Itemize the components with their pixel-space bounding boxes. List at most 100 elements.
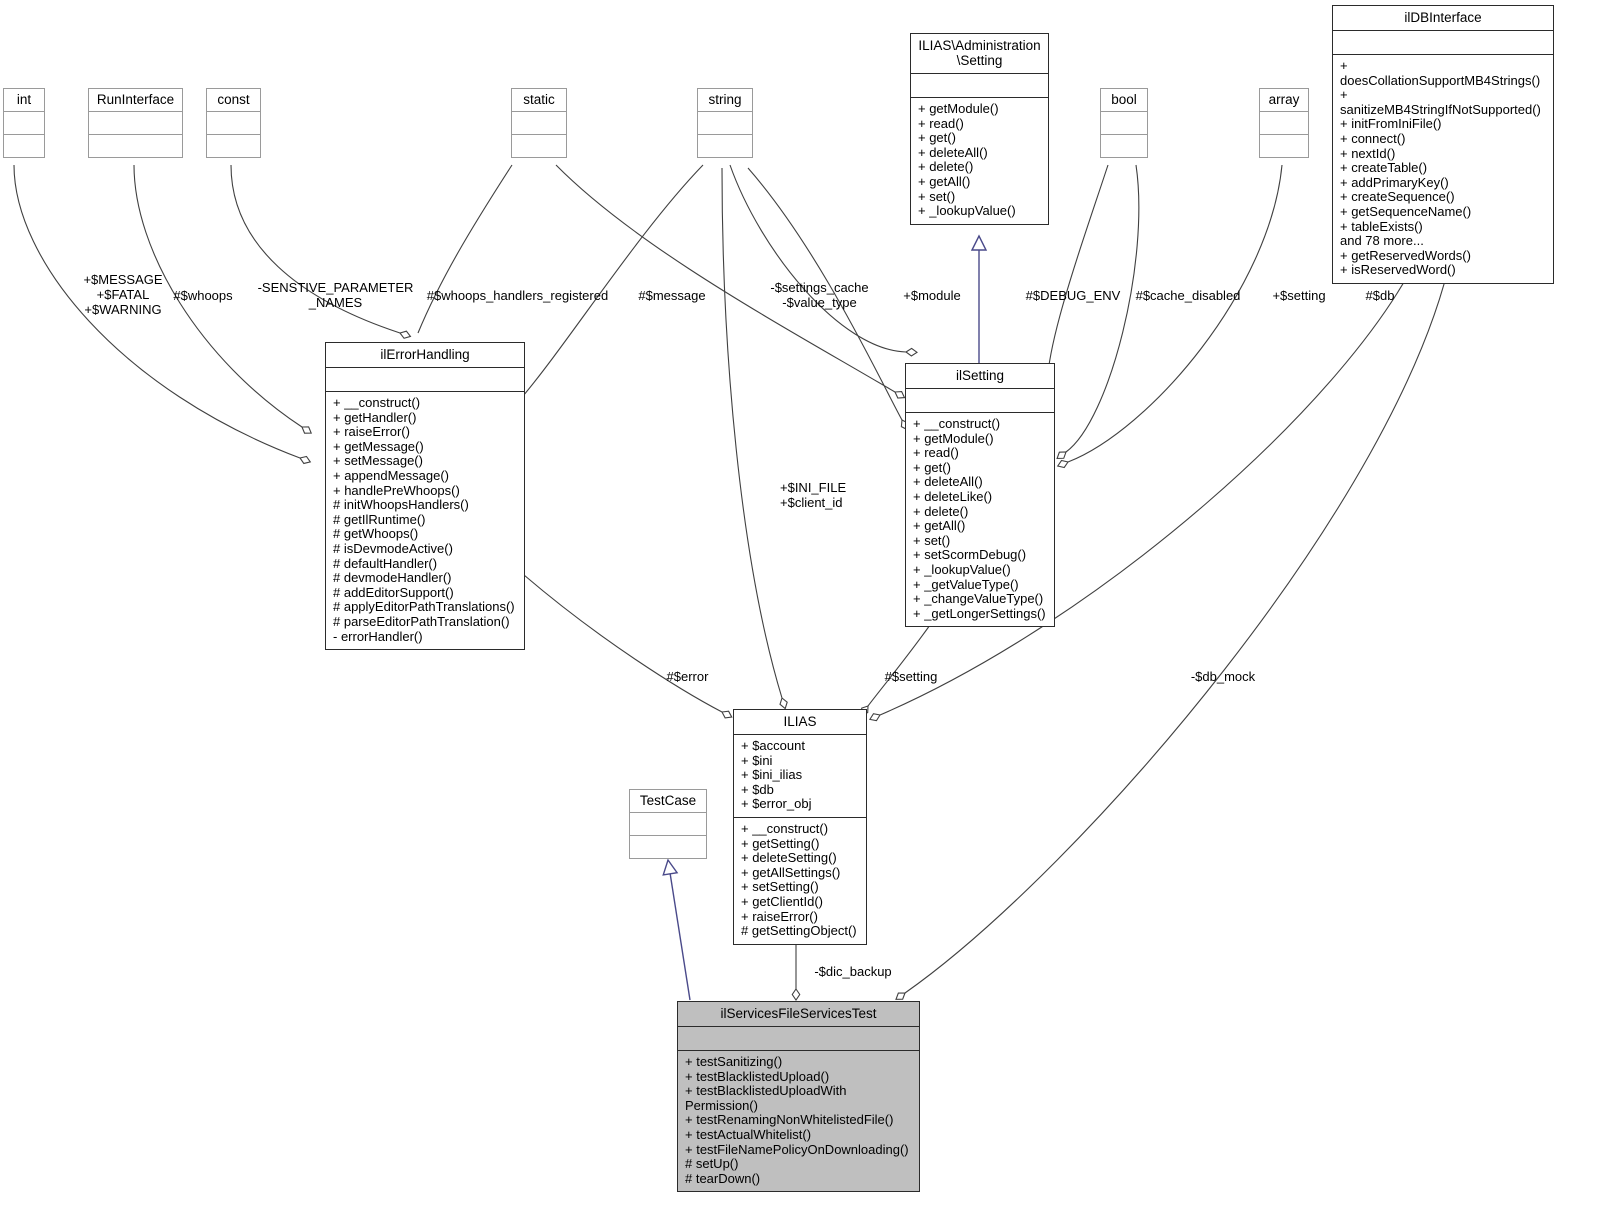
member-row: + read() — [913, 445, 959, 461]
member-row: + getAllSettings() — [741, 864, 841, 880]
member-row: + raiseError() — [741, 908, 818, 924]
edge-label-senstive-parameter-names: -SENSTIVE_PARAMETER _NAMES — [257, 280, 414, 310]
class-title: int — [16, 92, 32, 107]
member-row: + nextId() — [1340, 145, 1396, 161]
class-box-ilias[interactable]: ILIAS + $account+ $ini+ $ini_ilias+ $db+… — [733, 709, 867, 945]
class-box-test-case[interactable]: TestCase — [629, 789, 707, 859]
member-row: + set() — [913, 532, 951, 548]
member-row: # initWhoopsHandlers() — [333, 497, 469, 513]
class-attributes-compartment — [906, 388, 1054, 412]
member-row: + getReservedWords() — [1340, 247, 1471, 263]
edge-label-int-message: +$MESSAGE +$FATAL +$WARNING — [83, 272, 163, 317]
member-row: + $account — [741, 738, 805, 753]
member-row: + getSequenceName() — [1340, 203, 1472, 219]
member-row: + sanitizeMB4StringIfNotSupported() — [1340, 87, 1541, 117]
class-title: ilDBInterface — [1404, 10, 1482, 25]
member-row: + getClientId() — [741, 893, 824, 909]
class-box-string[interactable]: string — [697, 88, 753, 158]
member-row: # getIlRuntime() — [333, 511, 426, 527]
class-operations-compartment — [207, 134, 260, 157]
class-attributes-compartment — [1333, 30, 1553, 54]
class-title: bool — [1111, 92, 1137, 107]
member-row: + handlePreWhoops() — [333, 482, 460, 498]
edge-label-setting-ilias: #$setting — [884, 669, 938, 684]
class-title: ilErrorHandling — [380, 347, 470, 362]
member-row: and 78 more... — [1340, 233, 1424, 249]
member-row: + _getValueType() — [913, 576, 1019, 592]
member-row: + testSanitizing() — [685, 1054, 783, 1069]
class-title: TestCase — [639, 793, 697, 808]
class-title: const — [217, 92, 250, 107]
class-box-static[interactable]: static — [511, 88, 567, 158]
class-box-ilservicesfileservicestest[interactable]: ilServicesFileServicesTest + testSanitiz… — [677, 1001, 920, 1193]
member-row: # getSettingObject() — [741, 923, 857, 939]
member-row: # isDevmodeActive() — [333, 540, 453, 556]
edge-label-db: #$db — [1365, 288, 1395, 303]
member-row: + getHandler() — [333, 409, 417, 425]
member-row: + setSetting() — [741, 879, 819, 895]
member-row: # devmodeHandler() — [333, 570, 452, 586]
class-box-ildbinterface[interactable]: ilDBInterface + doesCollationSupportMB4S… — [1332, 5, 1554, 284]
member-row: # parseEditorPathTranslation() — [333, 613, 510, 629]
class-box-array[interactable]: array — [1259, 88, 1309, 158]
edge-label-cache-disabled: #$cache_disabled — [1135, 288, 1241, 303]
class-operations-compartment: + __construct()+ getSetting()+ deleteSet… — [734, 816, 866, 944]
class-operations-compartment — [1260, 134, 1308, 157]
member-row: + isReservedWord() — [1340, 262, 1456, 278]
class-attributes-compartment: + $account+ $ini+ $ini_ilias+ $db+ $erro… — [734, 734, 866, 817]
class-title: ilSetting — [955, 368, 1005, 383]
member-row: + $error_obj — [741, 796, 812, 812]
edge-label-whoops: #$whoops — [173, 288, 233, 303]
class-title: ILIAS — [783, 714, 817, 729]
class-box-const[interactable]: const — [206, 88, 261, 158]
class-attributes-compartment — [1101, 111, 1147, 134]
edge-label-db-mock: -$db_mock — [1190, 669, 1256, 684]
edge-label-error: #$error — [666, 669, 709, 684]
member-row: + get() — [913, 459, 951, 475]
edge-label-whoops-handlers-registered: #$whoops_handlers_registered — [426, 288, 609, 303]
member-row: + testActualWhitelist() — [685, 1126, 812, 1142]
member-row: + getModule() — [918, 101, 999, 116]
edge-label-debug-env: #$DEBUG_ENV — [1025, 288, 1121, 303]
class-box-administration-setting[interactable]: ILIAS\Administration \Setting + getModul… — [910, 33, 1049, 225]
class-attributes-compartment — [698, 111, 752, 134]
member-row: + testRenamingNonWhitelistedFile() — [685, 1112, 894, 1128]
member-row: + testBlacklistedUploadWith — [685, 1083, 847, 1099]
member-row: + testFileNamePolicyOnDownloading() — [685, 1141, 909, 1157]
member-row: + _getLongerSettings() — [913, 605, 1046, 621]
class-attributes-compartment — [911, 73, 1048, 97]
edge-label-ini-file: +$INI_FILE +$client_id — [780, 480, 847, 510]
member-row: + set() — [918, 188, 956, 204]
class-box-run-interface[interactable]: RunInterface — [88, 88, 183, 158]
class-attributes-compartment — [678, 1026, 919, 1050]
member-row: + testBlacklistedUpload() — [685, 1068, 830, 1084]
member-row: + _lookupValue() — [918, 203, 1016, 219]
member-row: # applyEditorPathTranslations() — [333, 599, 515, 615]
member-row: + __construct() — [741, 820, 829, 836]
class-operations-compartment: + testSanitizing()+ testBlacklistedUploa… — [678, 1050, 919, 1192]
class-attributes-compartment — [4, 111, 44, 134]
member-row: - errorHandler() — [333, 628, 423, 644]
class-title: ilServicesFileServicesTest — [678, 1002, 919, 1026]
class-attributes-compartment — [512, 111, 566, 134]
member-row: + _lookupValue() — [913, 561, 1011, 577]
member-row: + addPrimaryKey() — [1340, 174, 1449, 190]
member-row: + delete() — [918, 159, 974, 175]
edge-label-dic-backup: -$dic_backup — [814, 964, 892, 979]
class-box-ilerrorhandling[interactable]: ilErrorHandling + __construct()+ getHand… — [325, 342, 525, 651]
edge-label-message: #$message — [638, 288, 706, 303]
class-box-ilsetting[interactable]: ilSetting + __construct()+ getModule()+ … — [905, 363, 1055, 628]
member-row: + appendMessage() — [333, 467, 449, 483]
member-row: + read() — [918, 115, 964, 131]
class-box-bool[interactable]: bool — [1100, 88, 1148, 158]
member-row: + $ini — [741, 752, 773, 768]
class-box-int[interactable]: int — [3, 88, 45, 158]
edge-label-module: +$module — [903, 288, 961, 303]
member-row: # setUp() — [685, 1156, 739, 1172]
class-title: static — [523, 92, 555, 107]
member-row: + deleteLike() — [913, 488, 993, 504]
member-row: + deleteAll() — [918, 144, 988, 160]
member-row: # getWhoops() — [333, 526, 419, 542]
member-row: + getMessage() — [333, 438, 424, 454]
